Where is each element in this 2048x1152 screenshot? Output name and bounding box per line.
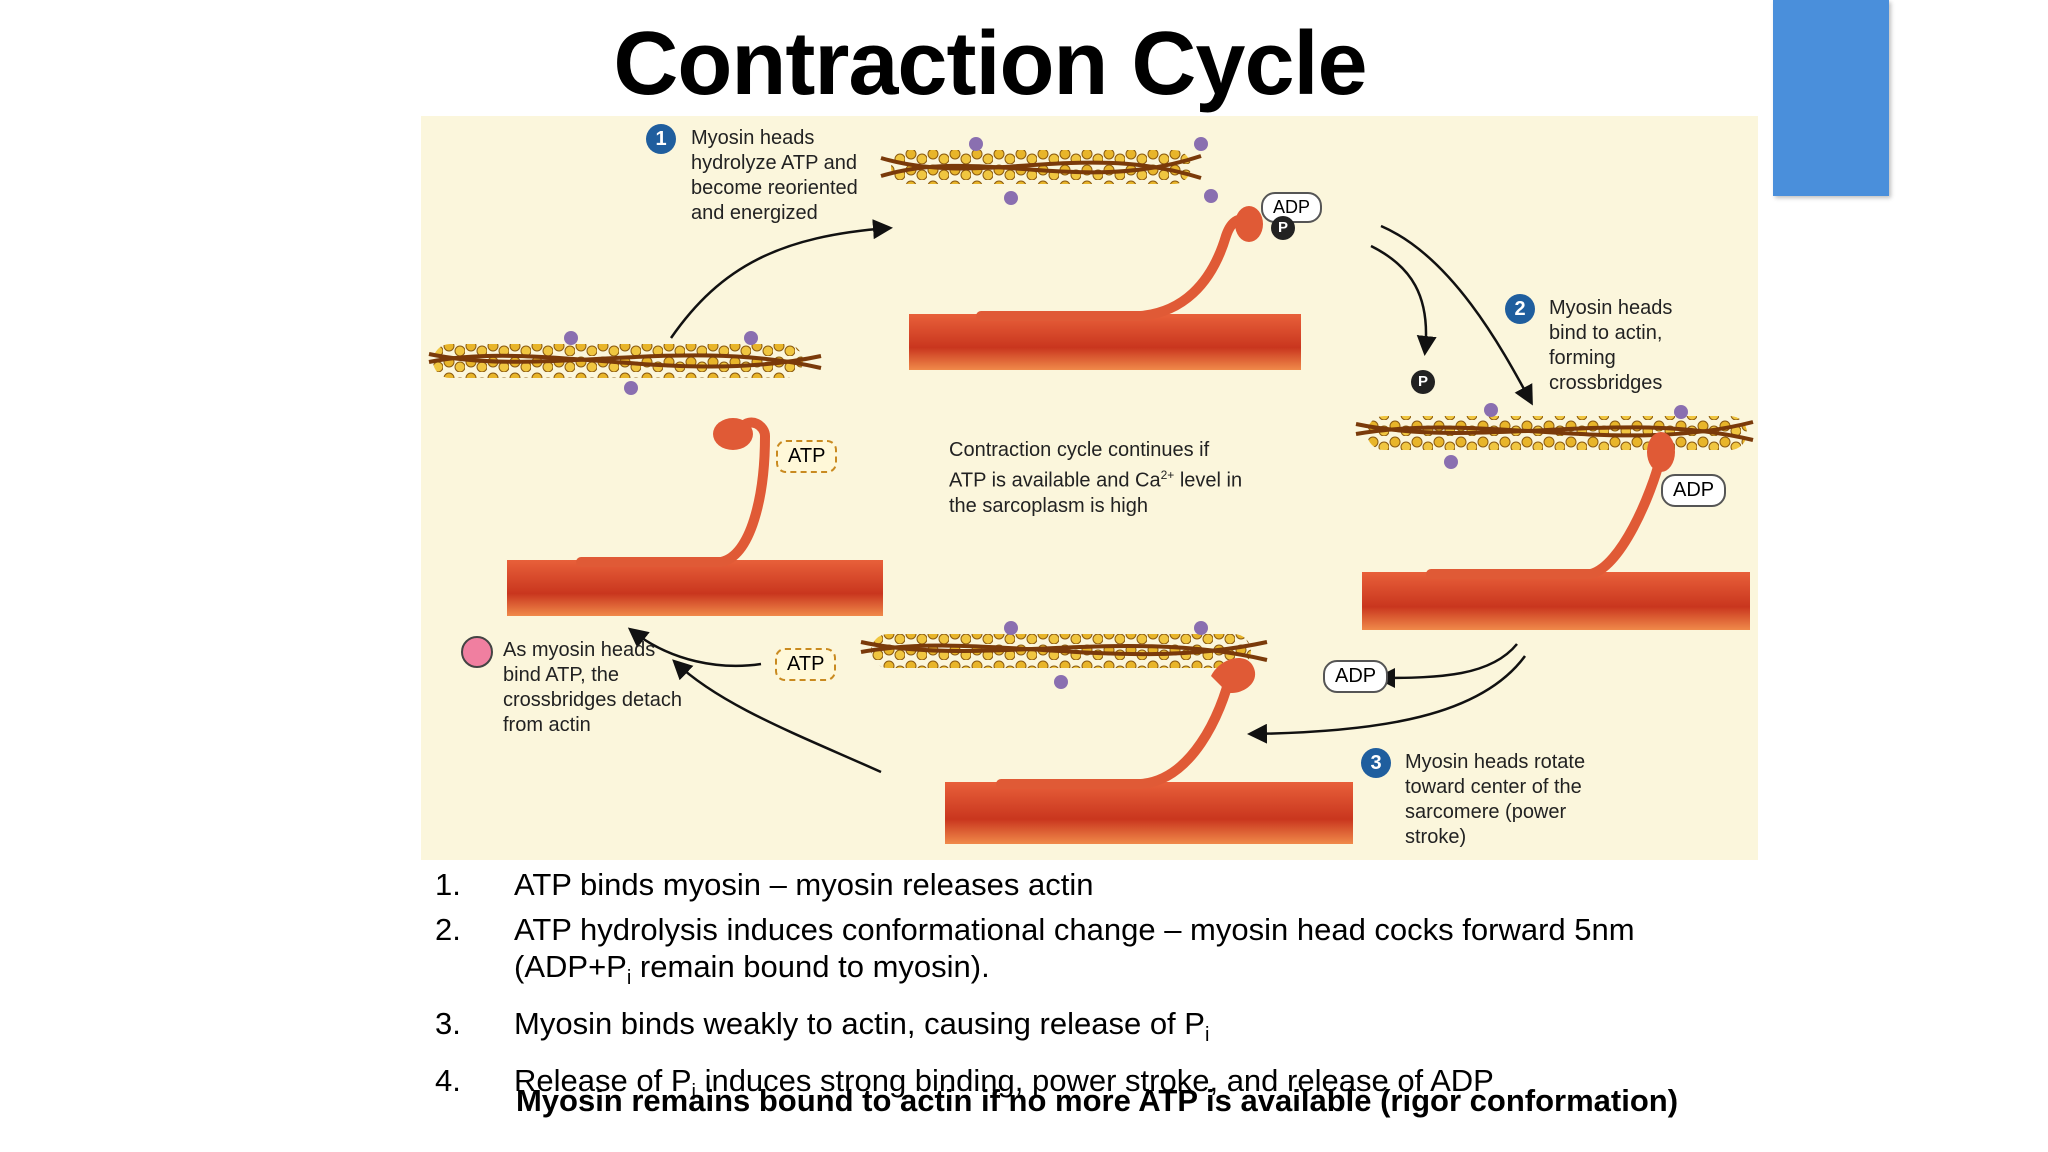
arrow-top-to-pi: [1370, 244, 1437, 356]
calcium-charge: 2+: [1160, 468, 1175, 482]
caption-line: from actin: [503, 714, 591, 736]
step-text: Release of Pi induces strong binding, po…: [514, 1063, 1494, 1103]
caption-line: and energized: [691, 202, 818, 224]
step-item-2: 2. ATP hydrolysis induces conformational…: [432, 911, 1752, 997]
myosin-head-right: [1426, 451, 1666, 579]
caption-line: toward center of the: [1405, 776, 1582, 798]
adp-label-right: ADP: [1661, 474, 1727, 507]
step-text: ATP binds myosin – myosin releases actin: [514, 867, 1094, 902]
actin-filament-bottom: [860, 621, 1268, 689]
caption-line: Myosin heads: [691, 127, 815, 149]
caption-fragment: ATP is available and Ca: [949, 469, 1161, 492]
caption-line: stroke): [1405, 826, 1467, 848]
step-text-fragment: remain bound to myosin).: [631, 949, 990, 984]
adp-label-released: ADP: [1323, 660, 1389, 693]
arrow-left-to-top: [669, 219, 893, 339]
slide-title: Contraction Cycle: [613, 14, 1367, 114]
actin-filament-left: [428, 331, 822, 395]
caption-line: hydrolyze ATP and: [691, 152, 858, 174]
caption-fragment: level in: [1174, 469, 1243, 492]
caption-line: the sarcoplasm is high: [949, 494, 1148, 517]
step-3-caption: Myosin heads rotate toward center of the…: [1405, 750, 1585, 850]
accent-tab: [1773, 0, 1889, 196]
arrow-right-to-adp: [1375, 643, 1518, 688]
pi-label-released: P: [1411, 370, 1435, 394]
step-number: 1.: [435, 867, 461, 902]
thick-filament-bottom: [945, 782, 1353, 844]
step-text: (ADP+Pi remain bound to myosin).: [514, 949, 990, 989]
subscript: i: [626, 967, 632, 990]
step-4-caption: As myosin heads bind ATP, the crossbridg…: [503, 638, 682, 738]
step-text-fragment: induces strong binding, power stroke, an…: [695, 1063, 1494, 1099]
caption-line: ATP is available and Ca2+ level in: [949, 463, 1242, 494]
adp-label-top: ADP: [1261, 192, 1323, 223]
step-item-3: 3. Myosin binds weakly to actin, causing…: [432, 1005, 1752, 1054]
step-number: 2.: [435, 912, 461, 947]
step-item-1: 1. ATP binds myosin – myosin releases ac…: [432, 866, 1752, 903]
step-list: 1. ATP binds myosin – myosin releases ac…: [432, 866, 1752, 1120]
subscript: i: [1204, 1024, 1210, 1047]
myosin-head-left: [576, 417, 771, 567]
caption-line: bind ATP, the: [503, 664, 620, 686]
arrow-bottom-to-left: [672, 659, 882, 774]
contraction-cycle-diagram: 1 Myosin heads hydrolyze ATP and become …: [421, 116, 1758, 860]
step-text-fragment: Release of P: [514, 1063, 692, 1099]
caption-line: sarcomere (power: [1405, 801, 1567, 823]
step-1-badge: 1: [646, 124, 676, 154]
step-1-caption: Myosin heads hydrolyze ATP and become re…: [691, 126, 858, 226]
actin-filament-top: [880, 137, 1218, 205]
caption-line: forming: [1549, 347, 1616, 369]
caption-line: Contraction cycle continues if: [949, 439, 1210, 461]
step-3-badge: 3: [1361, 748, 1391, 778]
caption-line: crossbridges: [1549, 372, 1663, 394]
thick-filament-left: [507, 560, 883, 616]
step-text: ATP hydrolysis induces conformational ch…: [514, 912, 1635, 947]
atp-label-bottom: ATP: [775, 648, 837, 681]
caption-line: bind to actin,: [1549, 322, 1663, 344]
arrow-atp-to-left: [627, 627, 762, 668]
caption-line: crossbridges detach: [503, 689, 682, 711]
atp-label-left: ATP: [776, 440, 838, 473]
figure-background: [421, 116, 1758, 860]
rigor-dot: [461, 636, 493, 668]
thick-filament-right: [1362, 572, 1750, 630]
subscript: i: [691, 1081, 696, 1104]
step-2-badge: 2: [1505, 294, 1535, 324]
caption-line: As myosin heads: [503, 639, 656, 661]
pi-label-top: P: [1271, 216, 1295, 240]
caption-line: Myosin heads: [1549, 297, 1673, 319]
step-text-fragment: (ADP+P: [514, 949, 627, 984]
arrow-top-to-right-a: [1380, 224, 1533, 406]
arrow-right-to-bottom: [1247, 655, 1527, 744]
center-caption: Contraction cycle continues if ATP is av…: [949, 438, 1242, 519]
step-text: Myosin binds weakly to actin, causing re…: [514, 1006, 1209, 1046]
step-item-4: 4. Release of Pi induces strong binding,…: [432, 1062, 1752, 1111]
step-number: 4.: [435, 1063, 461, 1099]
caption-line: Myosin heads rotate: [1405, 751, 1586, 773]
thick-filament-top: [909, 314, 1301, 370]
step-number: 3.: [435, 1006, 461, 1042]
step-text-fragment: Myosin binds weakly to actin, causing re…: [514, 1006, 1205, 1042]
step-2-caption: Myosin heads bind to actin, forming cros…: [1549, 296, 1672, 396]
caption-line: become reoriented: [691, 177, 858, 199]
conclusion-text: Myosin remains bound to actin if no more…: [515, 1083, 1679, 1118]
